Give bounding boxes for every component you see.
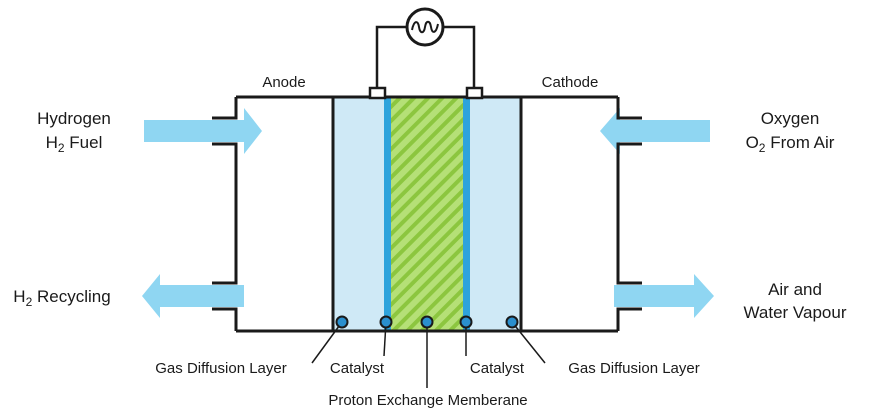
marker-dot-gdl-left [335, 315, 349, 329]
cathode-inlet-top-edge [616, 97, 642, 120]
cathode-chamber-outline [519, 95, 618, 333]
external-circuit [368, 25, 484, 100]
anode-chamber-outline [236, 95, 335, 333]
catalyst-right-label: Catalyst [470, 360, 525, 377]
gas-diffusion-layer-right [470, 97, 521, 331]
h2-recycling-symbol: H [13, 287, 25, 306]
h2-fuel-symbol: H [46, 133, 58, 152]
gas-diffusion-layer-left-label: Gas Diffusion Layer [155, 360, 286, 377]
marker-dot-catalyst-right [459, 315, 473, 329]
air-water-outflow-arrow [614, 274, 714, 318]
light-bulb-icon [405, 7, 445, 47]
proton-exchange-membrane-label: Proton Exchange Memberane [328, 392, 527, 409]
cathode-outlet-bottom-edge [616, 307, 642, 331]
catalyst-layer-right [463, 97, 470, 331]
water-vapour-label: Water Vapour [744, 303, 847, 322]
pointer-gdl-right [511, 321, 546, 364]
marker-dot-catalyst-left [379, 315, 393, 329]
h2-fuel-text: Fuel [65, 133, 103, 152]
proton-exchange-membrane [391, 97, 463, 331]
anode-wall-middle [212, 142, 238, 285]
layer-markers [335, 315, 519, 329]
h2-recycling-subscript: 2 [26, 295, 33, 309]
o2-from-air-label: O2 From Air [746, 133, 835, 155]
gas-diffusion-layer-left [333, 97, 384, 331]
catalyst-left-label: Catalyst [330, 360, 385, 377]
cathode-wall-middle [616, 142, 642, 285]
anode-label: Anode [262, 74, 305, 91]
hydrogen-label: Hydrogen [37, 109, 111, 128]
air-and-label: Air and [768, 280, 822, 299]
cathode-terminal [465, 86, 484, 100]
hydrogen-recycling-arrow [142, 274, 244, 318]
catalyst-layer-left [384, 97, 391, 331]
marker-dot-gdl-right [505, 315, 519, 329]
h2-fuel-label: H2 Fuel [46, 133, 103, 155]
h2-recycling-label: H2 Recycling [13, 287, 110, 309]
anode-inlet-top-edge [212, 97, 238, 120]
oxygen-inflow-arrow [600, 108, 710, 154]
circuit-wire-right [443, 25, 476, 89]
marker-dot-membrane [420, 315, 434, 329]
h2-recycling-text: Recycling [32, 287, 110, 306]
h2-fuel-subscript: 2 [58, 141, 65, 155]
o2-subscript: 2 [759, 141, 766, 155]
o2-symbol: O [746, 133, 759, 152]
oxygen-label: Oxygen [761, 109, 820, 128]
anode-terminal [368, 86, 387, 100]
o2-from-air-text: From Air [765, 133, 834, 152]
gas-diffusion-layer-right-label: Gas Diffusion Layer [568, 360, 699, 377]
pointer-gdl-left [311, 321, 343, 364]
circuit-wire-left [375, 25, 407, 89]
hydrogen-fuel-arrow [144, 108, 262, 154]
bulb-filament [411, 20, 439, 34]
cathode-label: Cathode [542, 74, 599, 91]
anode-outlet-bottom-edge [212, 307, 238, 331]
